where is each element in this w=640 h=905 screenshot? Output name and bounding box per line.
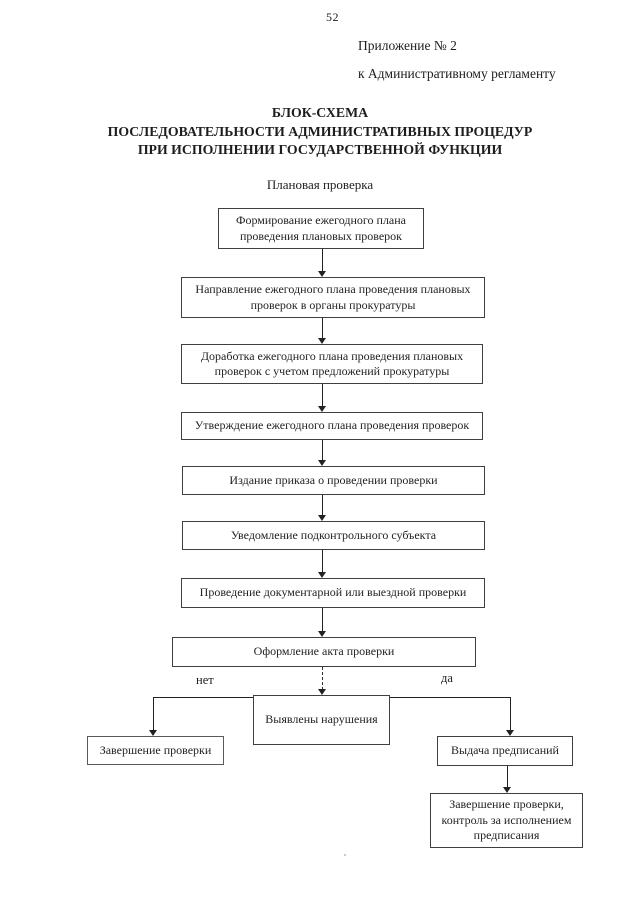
arrow-to-final [503, 766, 512, 793]
title-line-3: ПРИ ИСПОЛНЕНИИ ГОСУДАРСТВЕННОЙ ФУНКЦИИ [137, 142, 503, 157]
arrow-down-2 [318, 318, 327, 344]
flow-step-8: Оформление акта проверки [172, 637, 476, 667]
branch-yes-label: да [441, 671, 453, 685]
flow-step-3: Доработка ежегодного плана проведения пл… [181, 344, 483, 384]
flow-step-2: Направление ежегодного плана проведения … [181, 277, 485, 318]
final-box: Завершение проверки, контроль за исполне… [430, 793, 583, 848]
arrow-down-3 [318, 384, 327, 412]
scan-artifact-dot [344, 854, 346, 856]
page-number: 52 [326, 10, 339, 24]
branch-no-arrow [149, 697, 158, 736]
arrow-down-5 [318, 495, 327, 521]
arrow-down-7 [318, 608, 327, 637]
document-title: БЛОК-СХЕМА ПОСЛЕДОВАТЕЛЬНОСТИ АДМИНИСТРА… [0, 104, 640, 160]
flow-step-4: Утверждение ежегодного плана проведения … [181, 412, 483, 440]
arrow-down-to-decision [318, 667, 327, 695]
arrow-down-4 [318, 440, 327, 466]
arrow-down-6 [318, 550, 327, 578]
flow-step-5: Издание приказа о проведении проверки [182, 466, 485, 495]
appendix-label: Приложение № 2 [358, 38, 457, 53]
flow-step-1: Формирование ежегодного плана проведения… [218, 208, 424, 249]
branch-yes-hline [390, 697, 510, 698]
flow-step-7: Проведение документарной или выездной пр… [181, 578, 485, 608]
flowchart-subtitle: Плановая проверка [266, 177, 374, 192]
flow-step-6: Уведомление подконтрольного субъекта [182, 521, 485, 550]
branch-yes-arrow [506, 697, 515, 736]
title-line-2: ПОСЛЕДОВАТЕЛЬНОСТИ АДМИНИСТРАТИВНЫХ ПРОЦ… [107, 123, 533, 139]
outcome-no-box: Завершение проверки [87, 736, 224, 765]
title-line-1: БЛОК-СХЕМА [271, 105, 369, 120]
decision-box: Выявлены нарушения [253, 695, 390, 745]
appendix-sublabel: к Административному регламенту [358, 66, 556, 81]
arrow-down-1 [318, 249, 327, 277]
branch-no-label: нет [196, 673, 214, 687]
outcome-yes-box: Выдача предписаний [437, 736, 573, 766]
branch-no-hline [153, 697, 253, 698]
